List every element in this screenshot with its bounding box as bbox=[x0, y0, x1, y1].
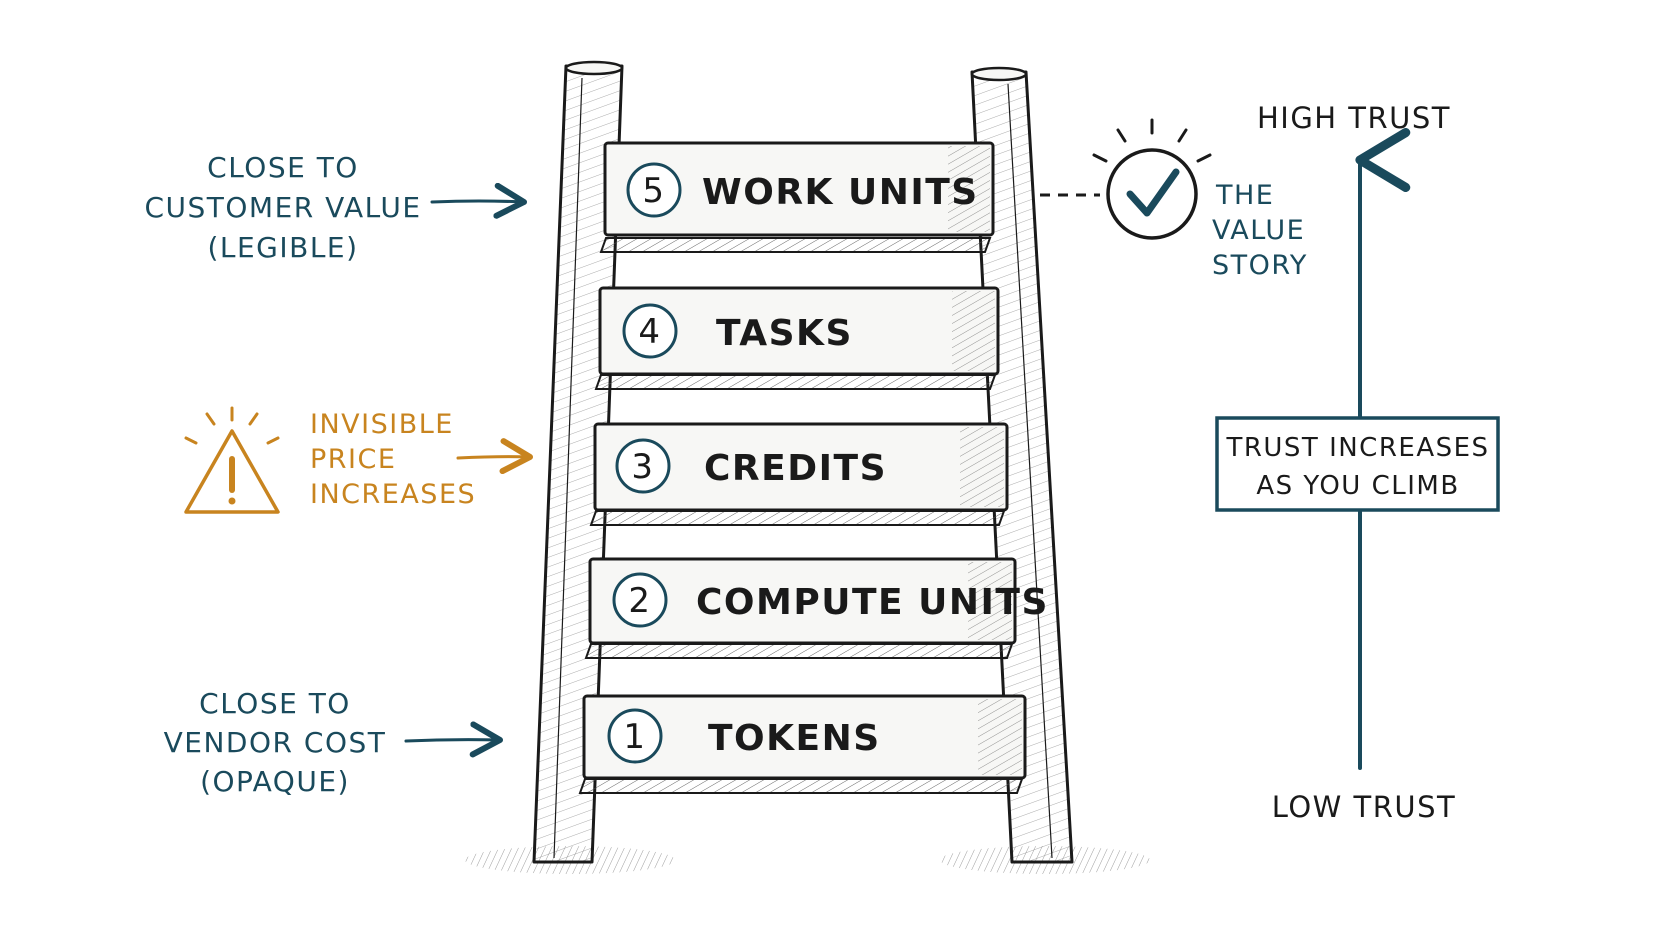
svg-text:CLOSE TO: CLOSE TO bbox=[199, 687, 351, 720]
high-trust-label: HIGH TRUST bbox=[1257, 101, 1451, 135]
rung-5: 5 WORK UNITS bbox=[599, 141, 995, 253]
svg-text:INVISIBLE: INVISIBLE bbox=[310, 409, 454, 440]
arrow-price-increases bbox=[456, 438, 533, 475]
svg-text:CUSTOMER VALUE: CUSTOMER VALUE bbox=[144, 191, 421, 224]
svg-text:INCREASES: INCREASES bbox=[310, 479, 476, 510]
rung-2-label: COMPUTE UNITS bbox=[696, 582, 1049, 623]
svg-text:TRUST INCREASES: TRUST INCREASES bbox=[1225, 433, 1489, 463]
note-vendor-cost: CLOSE TO VENDOR COST (OPAQUE) bbox=[164, 687, 387, 798]
check-icon bbox=[1092, 118, 1212, 240]
note-value-story: THE VALUE STORY bbox=[1212, 180, 1308, 281]
svg-text:STORY: STORY bbox=[1212, 250, 1308, 281]
rung-5-number: 5 bbox=[642, 171, 665, 211]
svg-text:AS YOU CLIMB: AS YOU CLIMB bbox=[1256, 471, 1459, 501]
svg-text:(LEGIBLE): (LEGIBLE) bbox=[207, 231, 358, 264]
rung-2: 2 COMPUTE UNITS bbox=[584, 557, 1049, 659]
rung-3-number: 3 bbox=[631, 447, 654, 487]
arrow-vendor-cost bbox=[404, 721, 503, 758]
rung-3: 3 CREDITS bbox=[589, 422, 1009, 526]
ladder-left-rail bbox=[532, 60, 624, 864]
rung-2-number: 2 bbox=[628, 581, 651, 621]
warning-icon bbox=[184, 406, 280, 514]
svg-text:VENDOR COST: VENDOR COST bbox=[164, 726, 387, 759]
svg-text:THE: THE bbox=[1215, 180, 1274, 211]
rung-4-label: TASKS bbox=[716, 313, 853, 354]
rung-3-label: CREDITS bbox=[704, 448, 887, 489]
low-trust-label: LOW TRUST bbox=[1272, 790, 1457, 824]
rung-4-number: 4 bbox=[638, 312, 661, 352]
rung-1: 1 TOKENS bbox=[578, 694, 1027, 794]
rung-5-label: WORK UNITS bbox=[702, 172, 979, 213]
svg-text:VALUE: VALUE bbox=[1212, 215, 1305, 246]
svg-text:(OPAQUE): (OPAQUE) bbox=[200, 765, 350, 798]
note-invisible-price-increases: INVISIBLE PRICE INCREASES bbox=[310, 409, 476, 510]
note-customer-value: CLOSE TO CUSTOMER VALUE (LEGIBLE) bbox=[144, 151, 421, 264]
trust-box: TRUST INCREASES AS YOU CLIMB bbox=[1215, 416, 1500, 512]
rung-1-label: TOKENS bbox=[708, 718, 881, 759]
arrow-customer-value bbox=[430, 182, 527, 219]
rung-4: 4 TASKS bbox=[594, 286, 1000, 390]
svg-text:PRICE: PRICE bbox=[310, 444, 396, 475]
svg-text:CLOSE TO: CLOSE TO bbox=[207, 151, 359, 184]
rung-1-number: 1 bbox=[623, 717, 646, 757]
